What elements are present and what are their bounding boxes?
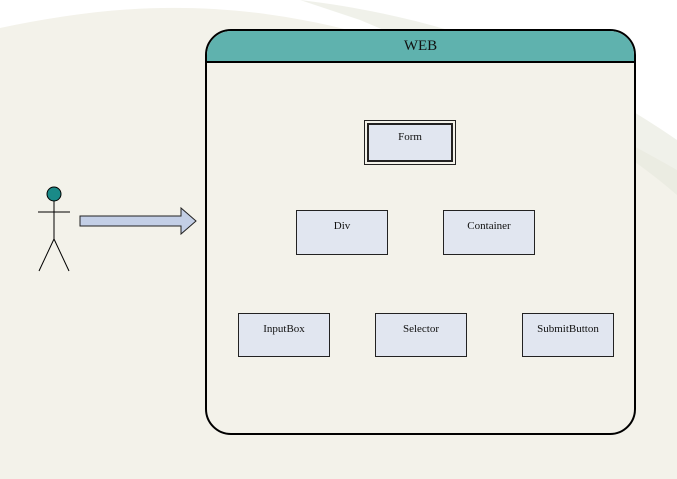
submitbutton-node: SubmitButton bbox=[522, 313, 614, 357]
container-node: Container bbox=[443, 210, 535, 255]
web-container: WEB bbox=[205, 29, 636, 435]
submitbutton-label: SubmitButton bbox=[537, 323, 599, 335]
inputbox-label: InputBox bbox=[263, 323, 305, 335]
web-title: WEB bbox=[403, 37, 438, 54]
selector-label: Selector bbox=[402, 323, 440, 335]
container-label: Container bbox=[467, 220, 511, 232]
web-header: WEB bbox=[207, 31, 634, 63]
inputbox-node: InputBox bbox=[238, 313, 330, 357]
form-node: Form bbox=[364, 120, 456, 165]
div-label: Div bbox=[333, 220, 351, 232]
selector-node: Selector bbox=[375, 313, 467, 357]
form-label: Form bbox=[367, 123, 453, 162]
div-node: Div bbox=[296, 210, 388, 255]
